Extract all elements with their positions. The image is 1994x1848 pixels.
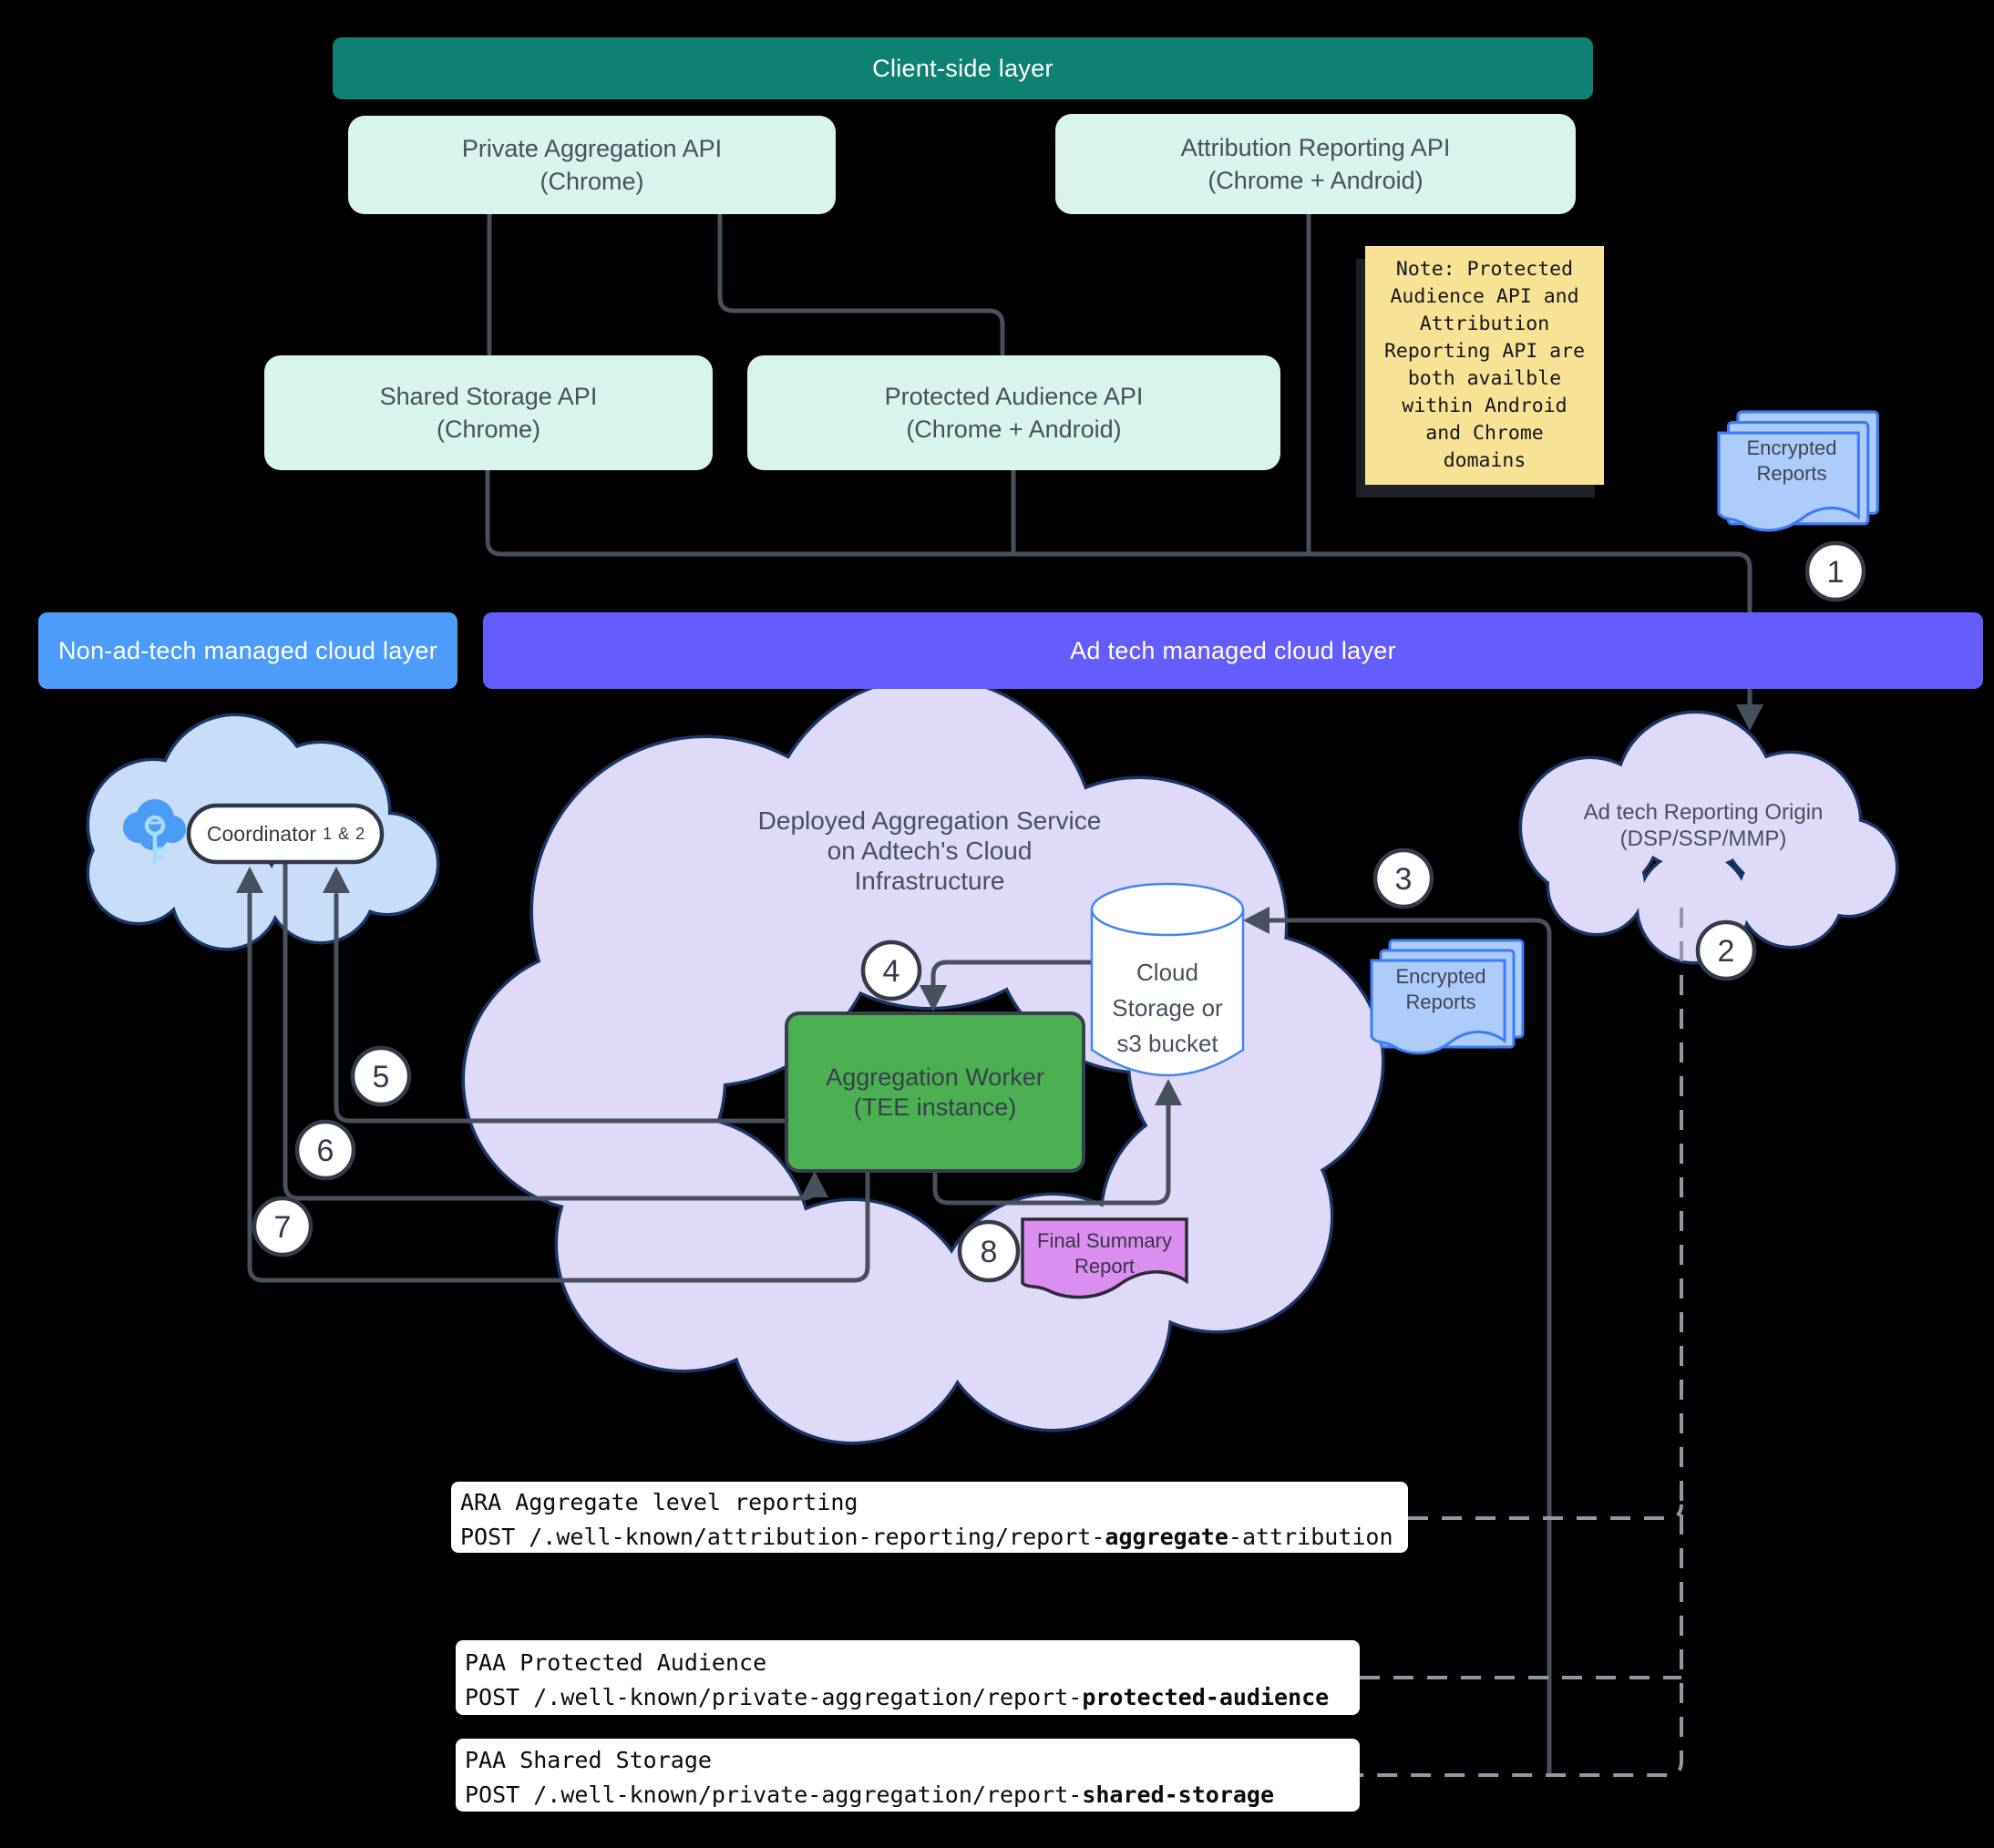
- line-worker-to-storage: [932, 1102, 1171, 1206]
- endpoint-path: POST /.well-known/private-aggregation/re…: [465, 1684, 1330, 1710]
- attribution-reporting-api-box: Attribution Reporting API (Chrome + Andr…: [1055, 114, 1576, 214]
- coordinator-sub-label: 1 & 2: [323, 824, 366, 843]
- cloud-storage-label: Cloud Storage or s3 bucket: [1112, 959, 1223, 1057]
- private-aggregation-api-box: Private Aggregation API (Chrome): [348, 116, 836, 214]
- step-circles: 1 2 3 4 5 6 7: [252, 540, 1866, 1283]
- protected-audience-api-platform: (Chrome + Android): [906, 416, 1122, 443]
- step-4-badge: 4: [860, 939, 922, 1001]
- private-aggregation-api-platform: (Chrome): [540, 168, 644, 195]
- final-summary-report-label: Final Summary Report: [1037, 1229, 1172, 1278]
- non-adtech-cloud-layer-bar: Non-ad-tech managed cloud layer: [38, 612, 457, 689]
- key-cloud-icon: [123, 799, 186, 866]
- endpoint-box-paa-protected-audience: PAA Protected Audience POST /.well-known…: [456, 1640, 1360, 1715]
- client-side-layer-bar: Client-side layer: [333, 37, 1593, 99]
- non-adtech-cloud-layer-label: Non-ad-tech managed cloud layer: [57, 636, 438, 664]
- cloud-storage-cylinder: [1090, 882, 1245, 1077]
- dashed-origin-to-shared-storage-endpoint: [1360, 908, 1683, 1777]
- shared-storage-api-label: Shared Storage API: [379, 383, 598, 410]
- private-aggregation-api-label: Private Aggregation API: [461, 135, 723, 162]
- line-step3-reports-to-storage: [1246, 918, 1552, 1778]
- encrypted-reports-label-middle: Encrypted Reports: [1395, 965, 1486, 1013]
- adtech-reporting-origin-cloud-shape: [1518, 710, 1899, 965]
- aggregation-worker-label: Aggregation Worker (TEE instance): [826, 1063, 1044, 1121]
- protected-audience-api-box: Protected Audience API (Chrome + Android…: [747, 355, 1280, 470]
- step-6-number: 6: [317, 1134, 334, 1168]
- step-2-badge: 2: [1695, 919, 1757, 981]
- dashed-endpoint-lines: [1360, 908, 1683, 1777]
- line-bus-to-origin-cloud: [485, 467, 1752, 710]
- step-5-number: 5: [373, 1060, 390, 1094]
- endpoint-title: ARA Aggregate level reporting: [460, 1489, 858, 1515]
- step-3-number: 3: [1395, 862, 1413, 897]
- coordinator-label: Coordinator 1 & 2: [206, 821, 366, 846]
- line-step5-worker-to-coordinator: [334, 892, 789, 1124]
- step-1-badge: 1: [1804, 540, 1866, 602]
- endpoint-path: POST /.well-known/private-aggregation/re…: [465, 1781, 1275, 1808]
- step-5-badge: 5: [350, 1045, 412, 1107]
- line-pa-to-protected-audience: [717, 211, 1005, 356]
- attribution-reporting-api-platform: (Chrome + Android): [1208, 167, 1424, 194]
- adtech-cloud-layer-label: Ad tech managed cloud layer: [1070, 636, 1396, 664]
- endpoint-title: PAA Shared Storage: [465, 1747, 712, 1773]
- deployed-aggregation-service-title: Deployed Aggregation Service on Adtech's…: [757, 806, 1102, 895]
- step-3-badge: 3: [1372, 847, 1434, 909]
- step-6-badge: 6: [294, 1119, 356, 1181]
- encrypted-reports-label-top: Encrypted Reports: [1746, 436, 1837, 485]
- step-8-badge: 8: [957, 1219, 1021, 1283]
- endpoint-box-ara-aggregate: ARA Aggregate level reporting POST /.wel…: [451, 1482, 1408, 1553]
- protected-audience-api-label: Protected Audience API: [884, 383, 1144, 410]
- endpoint-box-paa-shared-storage: PAA Shared Storage POST /.well-known/pri…: [456, 1739, 1360, 1812]
- adtech-cloud-layer-bar: Ad tech managed cloud layer: [483, 612, 1983, 689]
- line-step7-worker-to-coordinator: [247, 892, 870, 1283]
- shared-storage-api-box: Shared Storage API (Chrome): [264, 355, 713, 470]
- step-8-number: 8: [981, 1235, 998, 1269]
- coordinator-pill: [186, 803, 385, 865]
- sticky-note: Note: Protected Audience API and Attribu…: [1365, 246, 1604, 485]
- client-side-layer-label: Client-side layer: [872, 54, 1054, 82]
- endpoint-path: POST /.well-known/attribution-reporting/…: [460, 1524, 1393, 1550]
- final-summary-report-icon: [1021, 1217, 1188, 1299]
- step-7-badge: 7: [252, 1196, 313, 1258]
- step-2-number: 2: [1718, 934, 1735, 969]
- step-7-number: 7: [274, 1210, 292, 1245]
- dashed-aggregate-endpoint: [1408, 1504, 1683, 1520]
- shared-storage-api-platform: (Chrome): [436, 416, 540, 443]
- connector-lines: [236, 211, 1763, 1778]
- attribution-reporting-api-label: Attribution Reporting API: [1180, 134, 1451, 161]
- step-1-number: 1: [1827, 555, 1845, 590]
- line-step4-storage-to-worker: [930, 960, 1095, 992]
- adtech-reporting-origin-title: Ad tech Reporting Origin (DSP/SSP/MMP): [1583, 800, 1824, 851]
- aggregation-worker-box: [785, 1011, 1085, 1173]
- endpoint-title: PAA Protected Audience: [465, 1649, 767, 1676]
- step-4-number: 4: [883, 954, 900, 989]
